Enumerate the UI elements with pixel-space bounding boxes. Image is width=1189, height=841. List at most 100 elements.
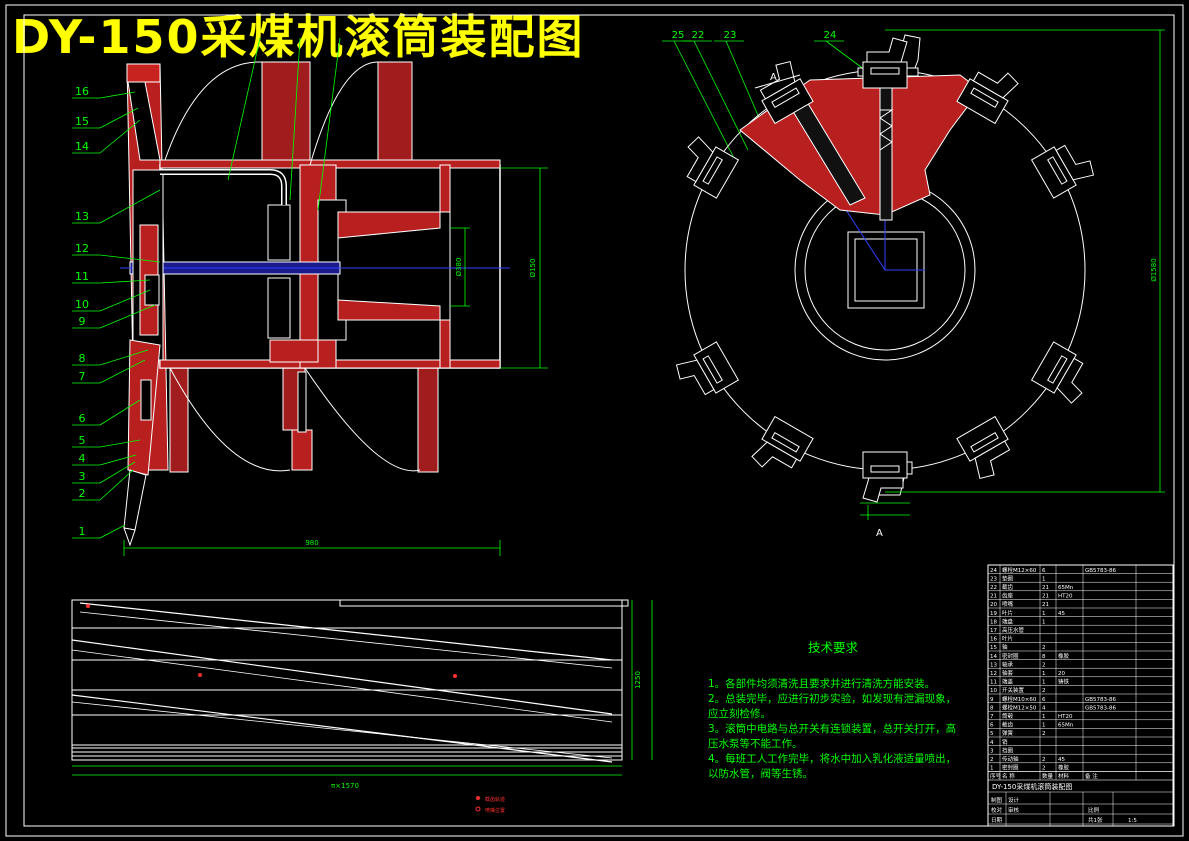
- bom-cell: 铸铁: [1058, 678, 1070, 686]
- callout-label: 7: [79, 370, 86, 383]
- bom-cell: 截齿: [1002, 721, 1014, 729]
- titleblock-cell: 校对: [991, 806, 1003, 814]
- dim-diameter-mid: Ø380: [455, 258, 463, 277]
- callout-label: 13: [75, 210, 89, 223]
- bom-cell: 7: [990, 714, 994, 720]
- bom-cell: 高压水管: [1002, 626, 1025, 634]
- callout-label: 16: [75, 85, 89, 98]
- bom-cell: 17: [990, 628, 997, 634]
- bom-cell: 6: [1042, 697, 1046, 703]
- bom-cell: 2: [1042, 662, 1046, 668]
- bom-cell: 2: [1042, 731, 1046, 737]
- callout-label: 11: [75, 270, 89, 283]
- callout-label: 8: [79, 352, 86, 365]
- bom-cell: 15: [990, 645, 997, 651]
- drawing-title: DY-150采煤机滚筒装配图: [12, 10, 585, 64]
- bom-cell: 3: [990, 748, 994, 754]
- legend-item-1: 截齿轨迹: [485, 796, 505, 803]
- dim-dev-width: π×1570: [331, 782, 359, 790]
- outer-border: [5, 4, 1184, 837]
- bom-cell: 1: [1042, 714, 1046, 720]
- bom-cell: 橡胶: [1058, 764, 1070, 772]
- bom-cell: 19: [990, 611, 997, 617]
- bom-cell: 叶片: [1002, 635, 1013, 643]
- bom-cell: 轴: [1002, 643, 1008, 651]
- bom-cell: GB5783-86: [1085, 697, 1117, 703]
- callout-label: 1: [79, 525, 86, 538]
- bom-cell: 4: [1042, 705, 1046, 711]
- bom-cell: 齿座: [1002, 592, 1014, 600]
- bom-cell: 筒毂: [1002, 712, 1014, 720]
- bom-cell: 21: [990, 594, 997, 600]
- callout-label: 14: [75, 140, 89, 153]
- bom-cell: 14: [990, 654, 997, 660]
- bom-cell: 1: [990, 766, 994, 772]
- bom-cell: 8: [1042, 654, 1046, 660]
- tech-item: 1。各部件均须清洗且要求并进行清洗方能安装。: [708, 678, 936, 690]
- callout-label: 12: [75, 242, 89, 255]
- bom-cell: 6: [1042, 568, 1046, 574]
- bom-header: 备 注: [1085, 772, 1098, 780]
- bom-cell: 轴套: [1002, 669, 1014, 677]
- titleblock-cell: 审核: [1008, 806, 1020, 814]
- bom-cell: 24: [990, 568, 997, 574]
- bom-cell: 21: [1042, 585, 1049, 591]
- pick-holder: [686, 136, 740, 199]
- bom-cell: GB5783-86: [1085, 568, 1117, 574]
- development-diagram: π×1570 1250 截齿轨迹 喷嘴位置: [71, 599, 653, 814]
- bom-cell: 9: [990, 697, 994, 703]
- callout-label: 10: [75, 298, 89, 311]
- callout-label: 2: [79, 487, 86, 500]
- titleblock-title: DY-150采煤机滚筒装配图: [992, 782, 1072, 791]
- titleblock-cell: 制图: [991, 796, 1003, 804]
- section-label-bottom: A: [876, 528, 883, 539]
- bom-cell: 开关装置: [1002, 686, 1025, 694]
- callout-label: 24: [824, 30, 837, 41]
- bom-cell: 65Mn: [1058, 723, 1074, 729]
- bom-cell: 螺栓M12×50: [1002, 703, 1037, 711]
- dim-overall-length: 980: [305, 539, 318, 547]
- legend-item-2: 喷嘴位置: [485, 807, 505, 814]
- bom-cell: 叶片: [1002, 609, 1013, 617]
- bom-cell: 23: [990, 576, 997, 582]
- inner-border: [23, 14, 1175, 827]
- pick-holder: [862, 37, 908, 89]
- titleblock-cell: 设计: [1008, 796, 1020, 804]
- callout-label: 22: [692, 30, 705, 41]
- bom-cell: 10: [990, 688, 997, 694]
- bom-cell: 1: [1042, 671, 1046, 677]
- bom-cell: 2: [1042, 766, 1046, 772]
- bom-cell: 销: [1002, 738, 1008, 746]
- titleblock-cell: 1:5: [1128, 818, 1137, 824]
- callout-label: 4: [79, 452, 86, 465]
- bom-cell: 端盘: [1002, 617, 1014, 625]
- callout-label: 3: [79, 470, 86, 483]
- bom-cell: 轴承: [1002, 660, 1014, 668]
- pick-holder: [759, 60, 814, 125]
- titleblock-cell: 日期: [991, 817, 1003, 824]
- bom-cell: 弹簧: [1002, 729, 1014, 737]
- pick-holder: [1030, 144, 1095, 199]
- pick-holder: [751, 415, 814, 469]
- tech-item: 4。每班工人工作完毕，将水中加入乳化液适量喷出，以防水管，阀等生锈。: [708, 753, 957, 780]
- bom-cell: 1: [1042, 611, 1046, 617]
- dim-axial-width: 1250: [634, 671, 642, 689]
- bom-cell: 1: [1042, 619, 1046, 625]
- bom-cell: 20: [990, 602, 997, 608]
- bom-cell: 1: [1042, 723, 1046, 729]
- tech-heading: 技术要求: [807, 640, 858, 655]
- dim-outer-diameter: Ø1580: [1150, 258, 1158, 281]
- technical-requirements: 技术要求 1。各部件均须清洗且要求并进行清洗方能安装。2。总装完毕，应进行初步实…: [708, 640, 958, 782]
- bom-cell: 65Mn: [1058, 585, 1074, 591]
- bom-cell: 16: [990, 637, 997, 643]
- bom-cell: 21: [1042, 602, 1049, 608]
- bom-cell: 2: [1042, 688, 1046, 694]
- pick-holder: [956, 71, 1019, 125]
- bom-cell: 21: [1042, 594, 1049, 600]
- end-view: Ø1580 A A: [675, 29, 1165, 539]
- bom-cell: 20: [1058, 671, 1065, 677]
- titleblock-cell: 比例: [1088, 806, 1100, 814]
